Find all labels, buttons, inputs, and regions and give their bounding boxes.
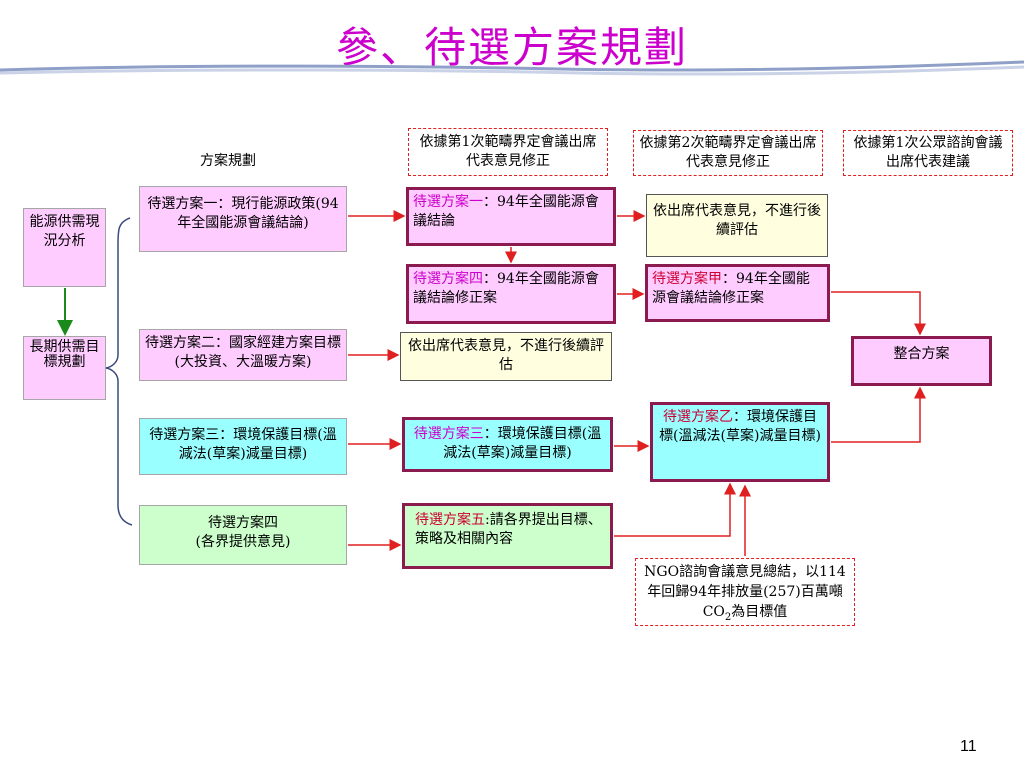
- note-ngo-subscript: 2: [724, 611, 732, 623]
- note-public-consult: 依據第1次公眾諮詢會議出席代表建議: [843, 130, 1013, 176]
- supply-demand-status-box: 能源供需現況分析: [23, 208, 106, 287]
- option-jia-head: 待選方案甲: [652, 271, 722, 287]
- note-first-scoping: 依據第1次範疇界定會議出席代表意見修正: [408, 128, 608, 176]
- option-5-head: 待選方案五: [415, 512, 485, 528]
- page-number: 11: [960, 738, 977, 755]
- no-further-eval-box-2: 依出席代表意見，不進行後續評估: [646, 194, 828, 257]
- option-1-text: 待選方案一：現行能源政策(94年全國能源會議結論): [147, 196, 339, 231]
- long-term-target-text: 長期供需目標規劃: [29, 339, 100, 370]
- integrated-plan-box: 整合方案: [851, 336, 992, 386]
- option-2-box: 待選方案二：國家經建方案目標(大投資、大溫暖方案): [139, 329, 347, 381]
- note-ngo-text-b: 為目標值: [731, 604, 788, 620]
- note-public-consult-text: 依據第1次公眾諮詢會議出席代表建議: [853, 135, 1003, 170]
- title-underline-swoosh: [0, 60, 1024, 76]
- option-3-revised-box: 待選方案三：環境保護目標(溫減法(草案)減量目標): [402, 417, 613, 472]
- slide-title: 參、待選方案規劃: [335, 23, 688, 72]
- option-yi-head: 待選方案乙: [663, 409, 733, 425]
- no-further-eval-text-1: 依出席代表意見，不進行後續評估: [408, 338, 604, 373]
- no-further-eval-text-2: 依出席代表意見，不進行後續評估: [653, 203, 821, 238]
- option-1-box: 待選方案一：現行能源政策(94年全國能源會議結論): [139, 186, 347, 252]
- option-yi-tail: ：環境保護目標(溫減法(草案)減量目標): [659, 409, 821, 444]
- no-further-eval-box-1: 依出席代表意見，不進行後續評估: [400, 332, 612, 381]
- option-1-revised-box: 待選方案一：94年全國能源會議結論: [406, 187, 616, 246]
- option-1-revised-head: 待選方案一: [413, 194, 483, 210]
- option-4-revised-head: 待選方案四: [413, 271, 483, 287]
- option-5-box: 待選方案五:請各界提出目標、策略及相關內容: [402, 503, 613, 569]
- option-4-line1: 待選方案四: [208, 515, 278, 531]
- note-ngo-text-a: NGO諮詢會議意見總結，以114年回歸94年排放量(257)百萬噸CO: [644, 564, 846, 620]
- option-4-revised-tail: ：94年全國能源會議結論修正案: [413, 271, 599, 306]
- arrow-yi-to-integrated: [831, 386, 926, 443]
- note-first-scoping-text: 依據第1次範疇界定會議出席代表意見修正: [419, 134, 597, 169]
- note-ngo-consult: NGO諮詢會議意見總結，以114年回歸94年排放量(257)百萬噸CO2為目標值: [635, 558, 855, 626]
- option-3-revised-head: 待選方案三: [413, 426, 484, 442]
- supply-demand-status-text: 能源供需現況分析: [29, 214, 100, 249]
- plan-label: 方案規劃: [200, 153, 256, 169]
- integrated-plan-text: 整合方案: [893, 346, 950, 362]
- option-3-revised-tail: ：環境保護目標(溫減法(草案)減量目標): [443, 426, 602, 461]
- option-jia-box: 待選方案甲：94年全國能源會議結論修正案: [645, 264, 830, 322]
- option-1-revised-tail: ：94年全國能源會議結論: [413, 194, 599, 229]
- long-term-target-box: 長期供需目標規劃: [23, 336, 106, 400]
- option-4-revised-box: 待選方案四：94年全國能源會議結論修正案: [406, 264, 616, 324]
- arrow-opt5-to-yi: [614, 482, 736, 537]
- options-bracket: [105, 217, 133, 526]
- option-2-text: 待選方案二：國家經建方案目標(大投資、大溫暖方案): [145, 335, 341, 370]
- note-second-scoping: 依據第2次範疇界定會議出席代表意見修正: [633, 130, 823, 176]
- option-4-box: 待選方案四 (各界提供意見): [139, 505, 347, 565]
- option-yi-box: 待選方案乙：環境保護目標(溫減法(草案)減量目標): [650, 402, 830, 482]
- option-3-text: 待選方案三：環境保護目標(溫減法(草案)減量目標): [149, 427, 337, 462]
- option-4-line2: (各界提供意見): [195, 534, 291, 550]
- option-5-tail: :請各界提出目標、策略及相關內容: [415, 512, 602, 547]
- note-second-scoping-text: 依據第2次範疇界定會議出席代表意見修正: [639, 135, 817, 170]
- arrow-jia-to-integrated: [831, 291, 926, 336]
- option-3-box: 待選方案三：環境保護目標(溫減法(草案)減量目標): [139, 418, 347, 475]
- option-jia-tail: ：94年全國能源會議結論修正案: [652, 271, 810, 306]
